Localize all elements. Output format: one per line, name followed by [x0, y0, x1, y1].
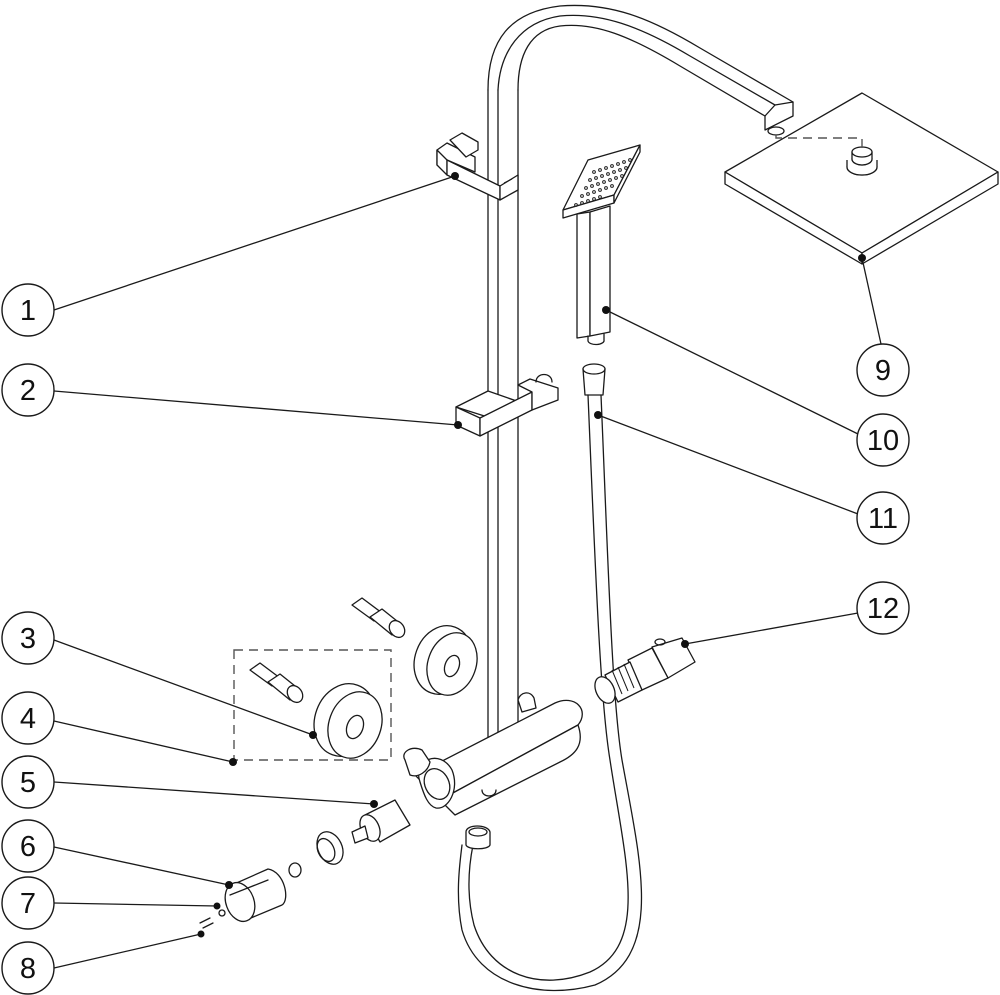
hose-inner — [457, 394, 643, 992]
leader-6 — [53, 846, 230, 886]
callout-label-8: 8 — [20, 953, 36, 985]
leader-dot-9 — [858, 254, 866, 262]
callout-label-2: 2 — [20, 375, 36, 407]
hose-cone-nut — [582, 363, 606, 375]
spray-holes — [574, 158, 632, 207]
hose-outer — [468, 394, 629, 981]
callout-label-12: 12 — [867, 593, 899, 625]
callout-label-9: 9 — [875, 355, 891, 387]
part-2-sliding-holder — [455, 373, 559, 437]
callout-label-7: 7 — [20, 888, 36, 920]
callout-2: 2 — [1, 363, 55, 417]
leader-12 — [684, 612, 859, 645]
leader-11 — [597, 414, 859, 515]
arm-end-block — [764, 101, 794, 131]
callouts: 1 2 3 4 5 6 7 8 9 10 11 12 — [1, 283, 910, 995]
part-11-shower-hose — [457, 363, 643, 992]
callout-12: 12 — [856, 581, 910, 635]
leader-dot-10 — [602, 306, 610, 314]
leader-dot-2 — [454, 421, 462, 429]
leader-4 — [53, 720, 234, 763]
part-7-set-screw — [218, 909, 226, 917]
arm-mid-edge — [497, 14, 776, 106]
arm-inner-edge — [517, 24, 766, 117]
small-nut — [288, 862, 302, 878]
leader-dot-5 — [370, 800, 378, 808]
part-5-diverter-cartridge — [288, 799, 411, 878]
callout-label-4: 4 — [20, 703, 36, 735]
part-8-handle-screw — [199, 917, 214, 929]
part-6-handle — [224, 868, 287, 923]
leader-dot-12 — [681, 640, 689, 648]
leader-3 — [53, 639, 314, 736]
leader-dot-11 — [594, 411, 602, 419]
leader-lines — [53, 172, 882, 969]
part-4-connector-kit — [233, 649, 392, 761]
second-connector-and-flange — [351, 597, 478, 696]
callout-label-6: 6 — [20, 831, 36, 863]
leader-dot-4 — [229, 758, 237, 766]
callout-8: 8 — [1, 941, 55, 995]
part-1-top-bracket — [436, 132, 519, 201]
leader-dot-1 — [451, 172, 459, 180]
mixer-outlet — [481, 789, 497, 797]
riser-pipe-with-arm — [487, 4, 794, 741]
callout-6: 6 — [1, 819, 55, 873]
callout-10: 10 — [856, 413, 910, 467]
mixer-left-inlet — [403, 747, 431, 777]
leader-7 — [53, 902, 218, 907]
arm-outer-edge — [487, 4, 794, 103]
callout-label-10: 10 — [867, 425, 899, 457]
callout-7: 7 — [1, 876, 55, 930]
leader-9 — [861, 257, 882, 345]
callout-9: 9 — [856, 343, 910, 397]
callout-label-3: 3 — [20, 623, 36, 655]
callout-11: 11 — [856, 491, 910, 545]
leader-1 — [53, 175, 456, 311]
thermostatic-mixer-body — [403, 692, 583, 816]
callout-1: 1 — [1, 283, 55, 337]
leader-10 — [605, 309, 859, 435]
leader-5 — [53, 781, 375, 805]
leader-dot-6 — [225, 881, 233, 889]
leader-2 — [53, 390, 459, 426]
part-12-thermostatic-cartridge — [594, 637, 696, 704]
leader-dot-8 — [197, 930, 205, 938]
leader-8 — [53, 933, 202, 969]
callout-3: 3 — [1, 611, 55, 665]
callout-5: 5 — [1, 755, 55, 809]
leader-dot-3 — [309, 731, 317, 739]
callout-label-1: 1 — [20, 295, 36, 327]
callout-label-11: 11 — [868, 503, 898, 535]
connection-dashed-line — [775, 135, 863, 150]
arm-outlet — [767, 126, 785, 136]
mixer-right-inlet — [517, 692, 537, 713]
callout-4: 4 — [1, 691, 55, 745]
callout-label-5: 5 — [20, 767, 36, 799]
leader-dot-7 — [213, 902, 221, 910]
kit-dashed-box — [233, 649, 392, 761]
part-10-hand-shower — [562, 144, 641, 346]
hose-hex-nut — [465, 825, 491, 850]
part-9-overhead-shower — [724, 92, 999, 265]
